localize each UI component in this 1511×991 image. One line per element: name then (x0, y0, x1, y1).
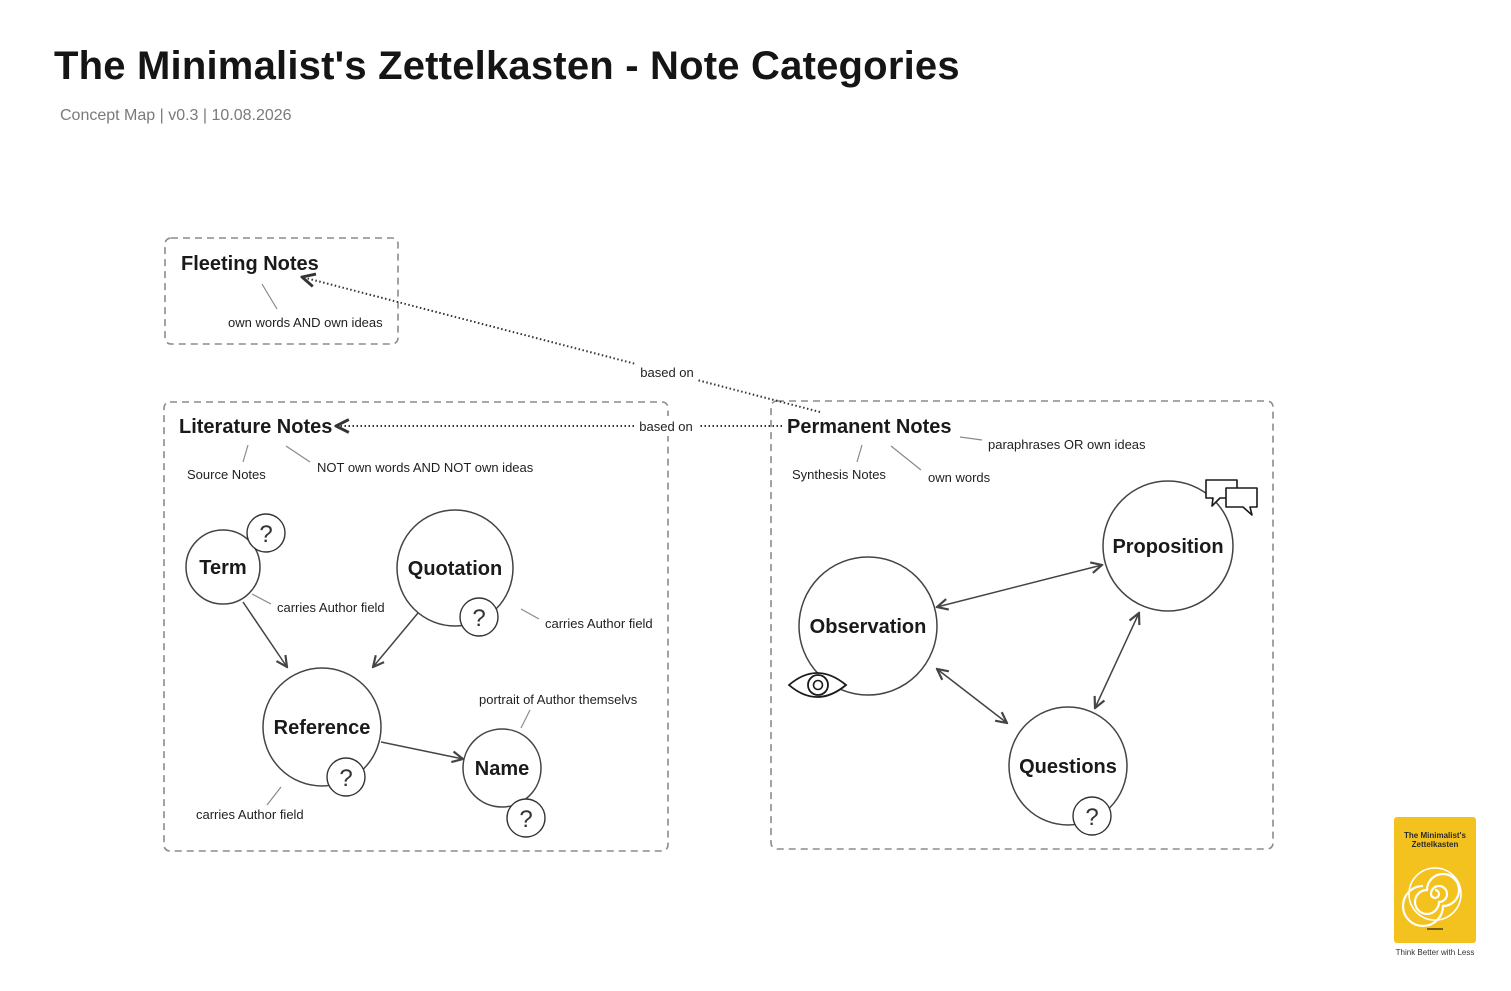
node-quotation-label: Quotation (408, 558, 502, 580)
spiral-icon (1401, 867, 1462, 930)
page-title: The Minimalist's Zettelkasten - Note Cat… (54, 44, 960, 88)
page-subtitle: Concept Map | v0.3 | 10.08.2026 (60, 107, 292, 124)
term-annotation: carries Author field (277, 600, 385, 615)
leader-line (285, 445, 311, 463)
logo-caption: Think Better with Less (1395, 948, 1475, 957)
node-quotation: Quotation (396, 509, 514, 627)
leader-line (856, 444, 863, 463)
node-observation: Observation (798, 556, 938, 696)
question-icon: ? (326, 757, 366, 797)
svg-text:?: ? (472, 605, 485, 632)
speech-bubbles-icon (1205, 479, 1258, 516)
question-icon: ? (459, 597, 499, 637)
svg-text:?: ? (1085, 804, 1098, 831)
reference-annotation: carries Author field (196, 807, 304, 822)
leader-line (890, 445, 922, 471)
eye-icon (787, 672, 848, 698)
svg-text:?: ? (519, 806, 532, 833)
edge-reference-name (380, 741, 463, 759)
edge-term-reference (242, 601, 287, 667)
question-icon: ? (246, 513, 286, 553)
literature-notes-group (163, 401, 669, 852)
question-icon: ? (1072, 796, 1112, 836)
permanent-annotation: paraphrases OR own ideas (988, 437, 1146, 452)
name-annotation: portrait of Author themselvs (479, 692, 638, 707)
literature-source-notes: Source Notes (187, 467, 266, 482)
node-name-label: Name (475, 758, 529, 780)
edge-label-based-on: based on (639, 419, 693, 434)
node-reference: Reference (262, 667, 382, 787)
fleeting-annotation: own words AND own ideas (228, 315, 383, 330)
leader-line (266, 786, 282, 806)
quotation-annotation: carries Author field (545, 616, 653, 631)
edge-observation-questions (937, 669, 1007, 723)
permanent-notes-group (770, 400, 1274, 850)
permanent-notes-title: Permanent Notes (787, 416, 952, 438)
node-questions: Questions (1008, 706, 1128, 826)
literature-annotation: NOT own words AND NOT own ideas (317, 460, 534, 475)
node-questions-label: Questions (1019, 756, 1117, 778)
svg-text:?: ? (339, 765, 352, 792)
node-term-label: Term (199, 557, 246, 579)
leader-line (261, 283, 278, 310)
edge-based-on-fleeting (302, 277, 821, 413)
edge-label-bg (636, 362, 698, 382)
fleeting-notes-group (164, 237, 399, 345)
edge-observation-proposition (937, 565, 1102, 607)
edge-label-based-on: based on (640, 365, 694, 380)
permanent-synthesis-notes: Synthesis Notes (792, 467, 886, 482)
node-observation-label: Observation (810, 616, 927, 638)
node-proposition-label: Proposition (1112, 536, 1223, 558)
literature-notes-title: Literature Notes (179, 416, 332, 438)
edge-proposition-questions (1095, 613, 1139, 708)
svg-text:?: ? (259, 521, 272, 548)
question-icon: ? (506, 798, 546, 838)
leader-line (251, 593, 272, 605)
book-cover-title: The Minimalist's Zettelkasten (1404, 831, 1466, 849)
leader-line (520, 608, 540, 620)
edge-quotation-reference (373, 612, 419, 667)
node-reference-label: Reference (274, 717, 371, 739)
leader-line (242, 444, 249, 463)
fleeting-notes-title: Fleeting Notes (181, 253, 319, 275)
node-proposition: Proposition (1102, 480, 1234, 612)
permanent-own-words: own words (928, 470, 991, 485)
edge-label-bg (634, 416, 698, 436)
leader-line (520, 709, 531, 729)
node-term: Term (185, 529, 261, 605)
book-cover-logo: The Minimalist's Zettelkasten (1394, 817, 1476, 943)
leader-line (959, 436, 983, 441)
node-name: Name (462, 728, 542, 808)
